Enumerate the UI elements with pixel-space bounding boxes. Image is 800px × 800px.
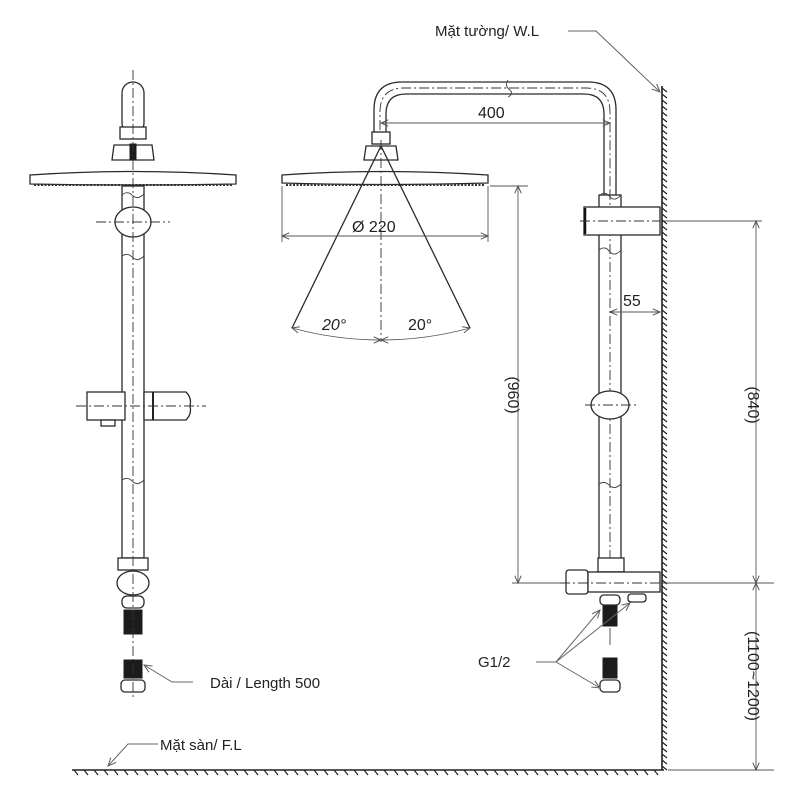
thread-spec-leaders (536, 603, 630, 688)
head-diameter-label: Ø 220 (352, 219, 396, 236)
side-riser-pipe (598, 190, 622, 561)
wall-bracket (580, 206, 661, 236)
wall-line (661, 86, 668, 771)
head-diameter-dimension (282, 186, 488, 242)
bracket-height-label: (840) (744, 386, 761, 423)
side-view: 20° 20° Ø 220 400 55 (281, 79, 774, 770)
front-view: Dài / Length 500 (29, 70, 320, 700)
floor-line-leader (108, 743, 158, 766)
spray-angle-left: 20° (321, 317, 347, 334)
arm-reach-label: 400 (478, 105, 505, 122)
head-height-dimension (490, 186, 560, 583)
side-shower-head (281, 170, 489, 186)
head-height-label: (960) (504, 376, 521, 413)
mixer-height-label: (1100~1200) (744, 631, 761, 721)
spray-cone (292, 140, 470, 342)
thread-spec-label: G1/2 (478, 654, 511, 671)
wall-line-label: Mặt tường/ W.L (435, 23, 539, 40)
spray-angle-right: 20° (408, 317, 432, 334)
hose-length-label: Dài / Length 500 (210, 675, 320, 692)
mixer-height-dimension (668, 583, 774, 770)
wall-offset-label: 55 (623, 293, 641, 310)
wall-line-leader (568, 30, 660, 92)
floor-line (72, 769, 664, 776)
floor-line-label: Mặt sàn/ F.L (160, 737, 242, 754)
hose-length-leader (144, 665, 193, 683)
side-mixer (560, 557, 661, 693)
overhead-arm (373, 79, 617, 560)
